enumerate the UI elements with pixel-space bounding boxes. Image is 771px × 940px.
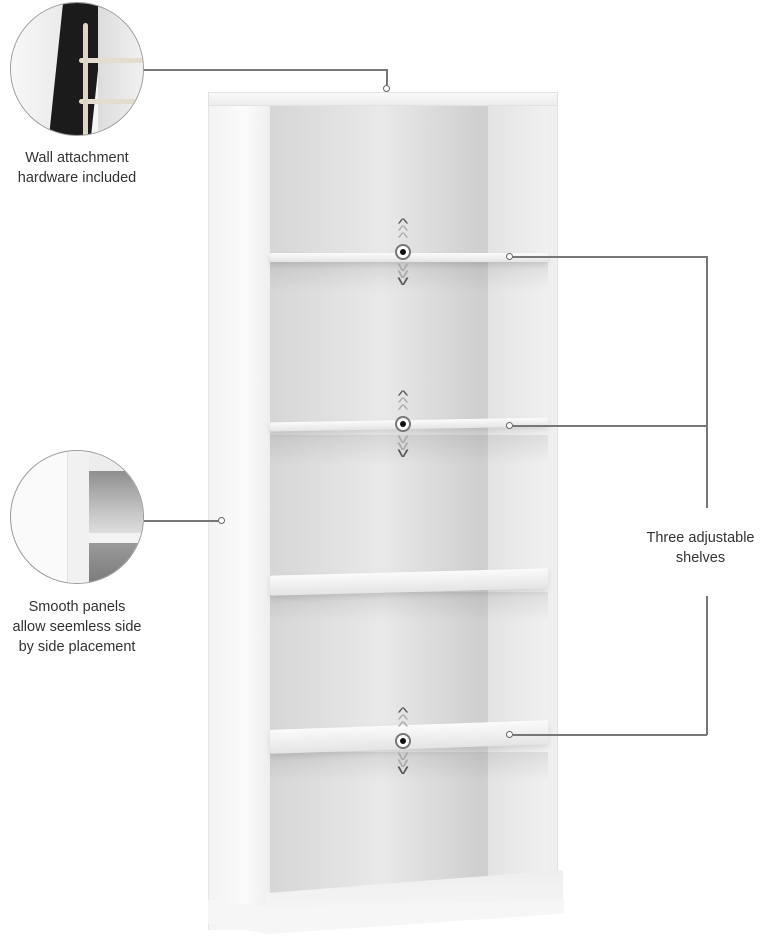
shelf-1-connector-line	[513, 256, 707, 258]
bookcase-left-side-panel	[208, 100, 270, 930]
shelf-adjust-indicator-2: ^ ^ ^ v v v	[390, 388, 416, 459]
chevron-up-icon: ^	[397, 704, 409, 720]
adjust-point-icon	[395, 416, 411, 432]
bookcase-right-edge	[548, 100, 558, 900]
panel-interior	[89, 471, 143, 533]
shelf-shadow	[270, 435, 548, 465]
shelf-shadow	[270, 262, 548, 292]
bookcase-right-inner-panel	[488, 106, 550, 906]
wall-attachment-connector-line	[386, 69, 388, 85]
caption-line: Smooth panels	[28, 599, 126, 615]
chevron-down-icon: v	[397, 258, 409, 274]
adjustable-shelf-1	[270, 253, 548, 262]
panel-interior-lower	[89, 543, 143, 583]
smooth-panel-connector-line	[144, 520, 218, 522]
shelf-adjust-indicator-1: ^ ^ ^ v v v	[390, 216, 416, 287]
chevron-down-icon: v	[397, 272, 409, 288]
shelf-shadow	[270, 752, 548, 782]
caption-line: Wall attachment	[25, 150, 129, 166]
panel-shelf-edge	[89, 533, 143, 543]
chevron-up-icon: ^	[397, 718, 409, 734]
shelf-2-anchor-dot	[506, 422, 513, 429]
shelf-3-anchor-dot	[506, 731, 513, 738]
chevron-up-icon: ^	[397, 387, 409, 403]
smooth-panels-caption: Smooth panels allow seemless side by sid…	[0, 597, 154, 657]
wall-attachment-closeup	[10, 2, 144, 136]
caption-line: Three adjustable	[646, 530, 755, 546]
panel-top	[89, 451, 143, 471]
chevron-up-icon: ^	[397, 222, 409, 238]
zip-tie-icon	[79, 99, 143, 104]
bookcase-side	[98, 3, 143, 135]
bookcase-top-panel	[208, 92, 558, 106]
chevron-up-icon: ^	[397, 229, 409, 245]
wall-attachment-anchor-dot	[383, 85, 390, 92]
chevron-down-icon: v	[397, 437, 409, 453]
chevron-down-icon: v	[397, 444, 409, 460]
side-panel-edge	[67, 451, 90, 583]
chevron-down-icon: v	[397, 265, 409, 281]
chevron-down-icon: v	[397, 754, 409, 770]
zip-tie-strap-icon	[83, 23, 88, 135]
caption-line: by side placement	[18, 639, 136, 655]
caption-line: hardware included	[17, 170, 137, 186]
chevron-down-icon: v	[397, 761, 409, 777]
shelf-shadow	[270, 592, 548, 622]
caption-line: shelves	[675, 550, 726, 566]
chevron-down-icon: v	[397, 747, 409, 763]
caption-line: allow seemless side	[12, 619, 142, 635]
adjustable-shelves-caption: Three adjustable shelves	[630, 528, 771, 568]
shelf-2-connector-line	[513, 425, 707, 427]
adjust-point-icon	[395, 733, 411, 749]
wall-attachment-connector-line	[144, 69, 387, 71]
shelf-adjust-indicator-3: ^ ^ ^ v v v	[390, 705, 416, 776]
shelf-3-connector-line	[513, 734, 707, 736]
smooth-panel-closeup	[10, 450, 144, 584]
shelves-vertical-connector-upper	[706, 256, 708, 508]
zip-tie-icon	[79, 58, 143, 63]
chevron-up-icon: ^	[397, 394, 409, 410]
chevron-up-icon: ^	[397, 215, 409, 231]
chevron-down-icon: v	[397, 430, 409, 446]
wall-attachment-caption: Wall attachment hardware included	[0, 148, 154, 188]
shelves-vertical-connector-lower	[706, 596, 708, 735]
adjust-point-icon	[395, 244, 411, 260]
chevron-up-icon: ^	[397, 401, 409, 417]
shelf-1-anchor-dot	[506, 253, 513, 260]
smooth-panel-anchor-dot	[218, 517, 225, 524]
chevron-up-icon: ^	[397, 711, 409, 727]
